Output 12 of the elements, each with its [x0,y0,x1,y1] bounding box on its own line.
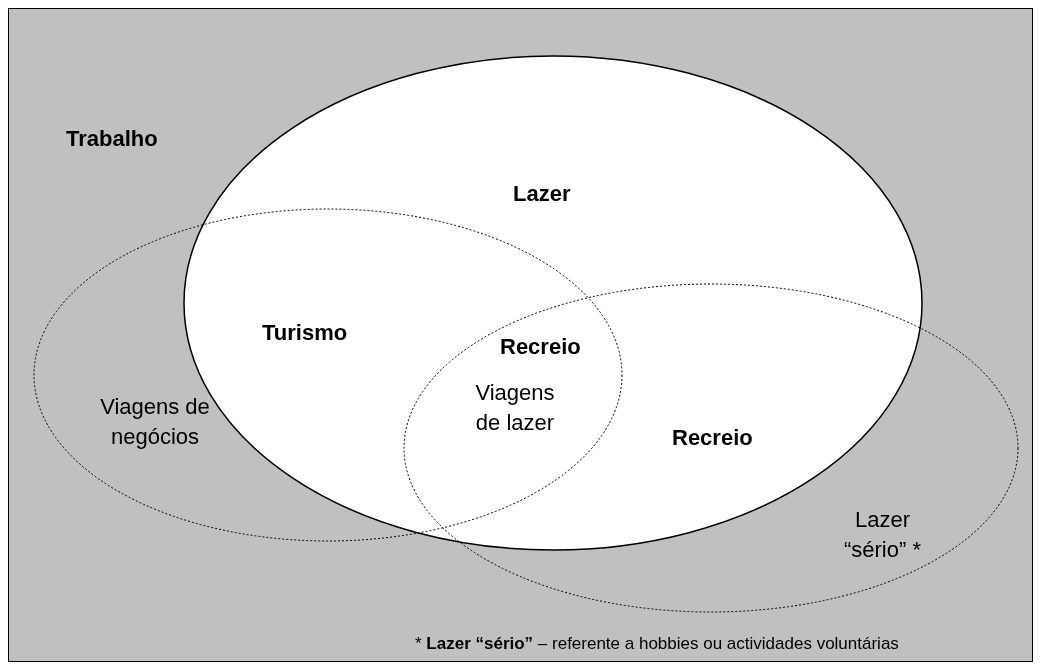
region-label: Viagens de negócios [99,393,211,451]
region-label: Lazer “sério” * [843,506,922,564]
region-label: Viagens de lazer [474,379,556,437]
footnote: *Lazer “sério” – referente a hobbies ou actividades voluntárias [415,633,899,655]
dotted-ellipse [33,208,623,542]
outer-rectangle [8,8,1033,662]
region-label: Turismo [262,319,348,347]
region-label: Trabalho [66,125,158,153]
region-label: Recreio [672,424,753,452]
dotted-ellipse [403,283,1019,613]
region-label: Recreio [500,333,581,361]
region-label: Lazer [513,180,571,208]
